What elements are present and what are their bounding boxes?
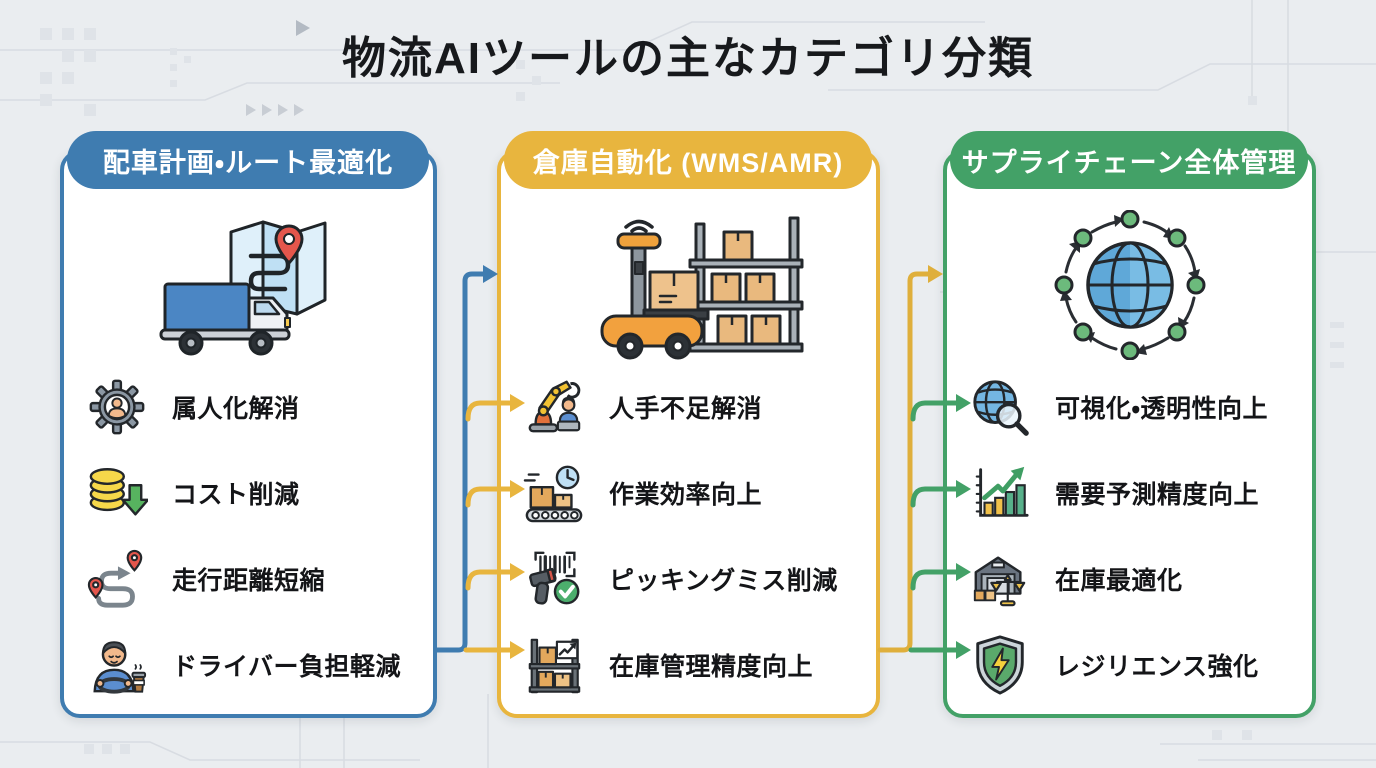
conveyor-clock-icon xyxy=(521,460,587,526)
card-warehouse-automation: 倉庫自動化 (WMS/AMR) xyxy=(497,131,880,718)
route-pins-icon xyxy=(84,546,150,612)
card-header-warehouse-automation: 倉庫自動化 (WMS/AMR) xyxy=(504,131,872,189)
benefit-item: 属人化解消 xyxy=(84,364,427,450)
benefit-label: ドライバー負担軽減 xyxy=(172,653,402,681)
truck-route-map-illustration xyxy=(64,206,433,364)
benefit-list-route: 属人化解消 コスト削減 xyxy=(64,364,433,708)
benefit-label: 走行距離短縮 xyxy=(172,567,326,595)
coins-down-arrow-icon xyxy=(84,460,150,526)
barcode-scanner-check-icon xyxy=(521,546,587,612)
inventory-rack-chart-icon xyxy=(521,632,587,698)
benefit-item: ピッキングミス削減 xyxy=(521,536,870,622)
benefit-label: 在庫管理精度向上 xyxy=(609,653,814,681)
benefit-list-supply-chain: 可視化・透明性向上 xyxy=(947,364,1312,708)
page-title: 物流AIツールの主なカテゴリ分類 xyxy=(342,34,1034,83)
agv-forklift-rack-illustration xyxy=(501,206,876,364)
benefit-item: 在庫管理精度向上 xyxy=(521,622,870,708)
card-route-optimization: 配車計画・ルート最適化 xyxy=(60,131,437,718)
card-supply-chain-management: サプライチェーン全体管理 xyxy=(943,131,1316,718)
benefit-item: レジリエンス強化 xyxy=(967,622,1306,708)
benefit-item: 人手不足解消 xyxy=(521,364,870,450)
relaxed-driver-icon xyxy=(84,632,150,698)
benefit-item: 走行距離短縮 xyxy=(84,536,427,622)
benefit-label: 需要予測精度向上 xyxy=(1055,481,1260,509)
benefit-item: 作業効率向上 xyxy=(521,450,870,536)
globe-magnifier-icon xyxy=(967,374,1033,440)
benefit-label: ピッキングミス削減 xyxy=(609,567,838,595)
card-header-supply-chain: サプライチェーン全体管理 xyxy=(950,131,1308,189)
card-header-route-optimization: 配車計画・ルート最適化 xyxy=(67,131,429,189)
benefit-item: ドライバー負担軽減 xyxy=(84,622,427,708)
benefit-label: 作業効率向上 xyxy=(609,481,763,509)
growth-chart-icon xyxy=(967,460,1033,526)
warehouse-scales-icon xyxy=(967,546,1033,612)
gear-person-icon xyxy=(84,374,150,440)
benefit-label: 可視化・透明性向上 xyxy=(1055,395,1269,423)
benefit-item: 在庫最適化 xyxy=(967,536,1306,622)
benefit-item: 可視化・透明性向上 xyxy=(967,364,1306,450)
benefit-label: 在庫最適化 xyxy=(1055,567,1183,595)
benefit-label: コスト削減 xyxy=(172,481,300,509)
chevron-decor-icon xyxy=(246,20,310,116)
global-network-illustration xyxy=(947,206,1312,364)
shield-lightning-icon xyxy=(967,632,1033,698)
benefit-label: 属人化解消 xyxy=(172,395,300,423)
robot-arm-operator-icon xyxy=(521,374,587,440)
benefit-list-warehouse: 人手不足解消 xyxy=(501,364,876,708)
benefit-label: 人手不足解消 xyxy=(609,395,763,423)
benefit-item: コスト削減 xyxy=(84,450,427,536)
benefit-item: 需要予測精度向上 xyxy=(967,450,1306,536)
benefit-label: レジリエンス強化 xyxy=(1055,653,1259,681)
